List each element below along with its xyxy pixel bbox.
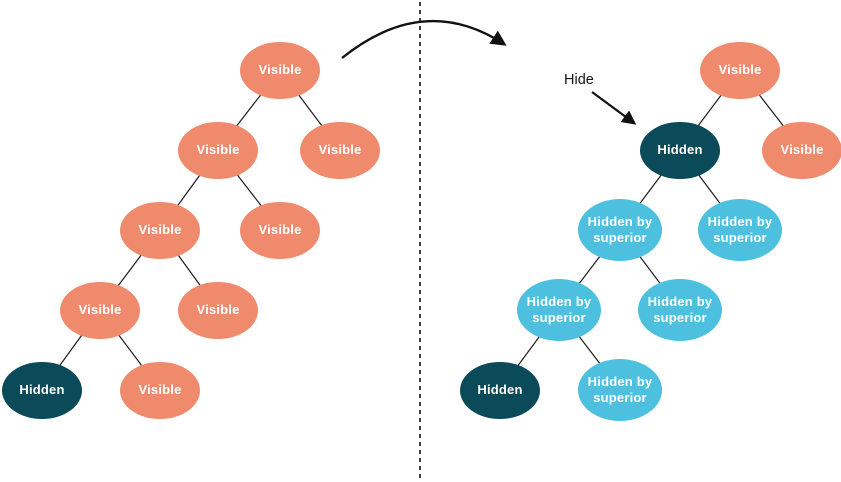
hide-pointer-arrow [591,91,637,125]
node-label: Visible [138,382,182,398]
node-label: Hidden by superior [587,373,653,405]
node-hidden-by-superior: Hidden by superior [517,279,601,341]
node-hidden-by-superior: Hidden by superior [638,279,722,341]
node-label: Hidden by superior [587,213,653,245]
node-label: Visible [318,142,362,158]
node-label: Hidden by superior [526,293,592,325]
node-label: Visible [258,222,302,238]
node-label: Hidden by superior [647,293,713,325]
node-visible: Visible [300,122,380,179]
node-visible: Visible [700,42,780,99]
node-hidden-by-superior: Hidden by superior [698,199,782,261]
node-label: Hidden by superior [707,213,773,245]
node-label: Visible [78,302,122,318]
node-label: Visible [718,62,762,78]
node-visible: Visible [240,202,320,259]
node-visible: Visible [762,122,841,179]
node-visible: Visible [120,202,200,259]
node-label: Visible [780,142,824,158]
transform-arrow [341,19,507,59]
node-label: Visible [196,142,240,158]
node-label: Hidden [657,142,703,158]
node-hidden: Hidden [2,362,82,419]
node-hidden: Hidden [460,362,540,419]
node-label: Visible [258,62,302,78]
hide-annotation-label: Hide [564,72,594,88]
node-label: Hidden [19,382,65,398]
node-label: Visible [138,222,182,238]
node-label: Visible [196,302,240,318]
node-hidden-by-superior: Hidden by superior [578,199,662,261]
node-label: Hidden [477,382,523,398]
node-hidden-by-superior: Hidden by superior [578,359,662,421]
node-visible: Visible [120,362,200,419]
node-visible: Visible [178,122,258,179]
node-hidden: Hidden [640,122,720,179]
node-visible: Visible [178,282,258,339]
node-visible: Visible [60,282,140,339]
node-visible: Visible [240,42,320,99]
